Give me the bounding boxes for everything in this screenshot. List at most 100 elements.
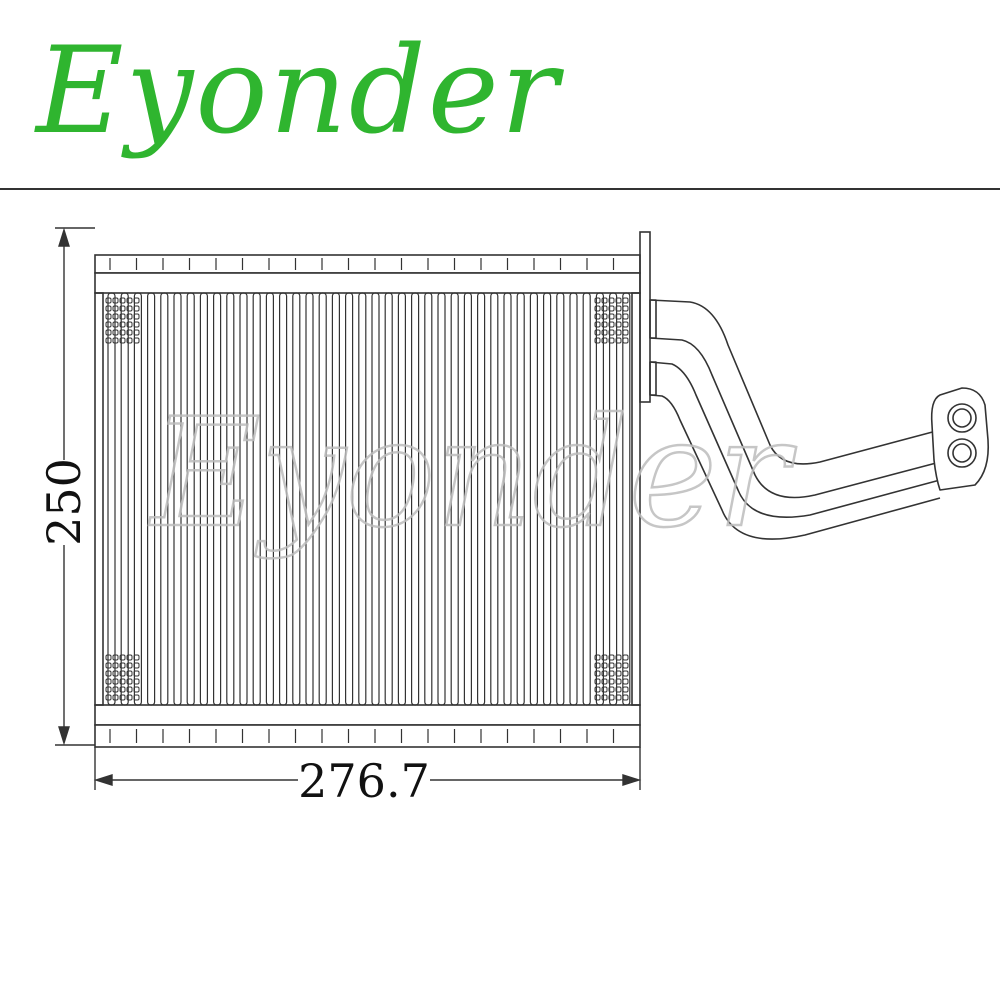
- fin-cell: [105, 670, 112, 677]
- core-tube: [397, 292, 406, 706]
- fin-cell: [601, 313, 608, 320]
- fin-cell: [105, 321, 112, 328]
- core-tube: [490, 292, 499, 706]
- fin-cell: [105, 686, 112, 693]
- fin-cell: [133, 329, 140, 336]
- height-dimension: [55, 227, 95, 746]
- fin-cell: [133, 662, 140, 669]
- core-tube: [331, 292, 340, 706]
- fin-cell: [615, 654, 622, 661]
- fin-cell: [622, 662, 629, 669]
- fin-cell: [133, 321, 140, 328]
- fin-cell: [133, 694, 140, 701]
- brand-logo: Eyonder: [36, 22, 561, 161]
- fin-cell: [112, 654, 119, 661]
- core-tube: [292, 292, 301, 706]
- fin-cell: [608, 654, 615, 661]
- core-tube: [226, 292, 235, 706]
- watermark-text: Eyonder: [148, 387, 797, 561]
- core-tube: [120, 292, 129, 706]
- fin-cell: [112, 670, 119, 677]
- core-tube: [450, 292, 459, 706]
- fin-cell: [105, 313, 112, 320]
- core-tube: [556, 292, 565, 706]
- fin-cell: [126, 297, 133, 304]
- fin-cell: [594, 662, 601, 669]
- fin-cell: [601, 297, 608, 304]
- fin-cell: [112, 686, 119, 693]
- header-divider: [0, 188, 1000, 190]
- core-tube: [107, 292, 116, 706]
- fin-cell: [615, 305, 622, 312]
- fin-cell: [615, 678, 622, 685]
- fin-cell: [105, 305, 112, 312]
- core-tube: [265, 292, 274, 706]
- fin-cell: [133, 305, 140, 312]
- fin-cell: [608, 694, 615, 701]
- fin-cell: [615, 297, 622, 304]
- fin-cell: [608, 678, 615, 685]
- fin-cell: [105, 662, 112, 669]
- core-tube: [305, 292, 314, 706]
- fin-cell: [126, 654, 133, 661]
- fin-cell: [119, 662, 126, 669]
- fin-cell: [119, 670, 126, 677]
- core-tube: [542, 292, 552, 706]
- fin-cell: [622, 329, 629, 336]
- core-tube: [582, 292, 591, 706]
- fin-cell: [608, 297, 615, 304]
- core-tube: [173, 292, 182, 706]
- fin-cell: [112, 329, 119, 336]
- fin-cell: [112, 337, 119, 344]
- fin-cell: [601, 321, 608, 328]
- fin-cell: [594, 686, 601, 693]
- core-tube: [569, 292, 578, 706]
- fin-cell: [133, 678, 140, 685]
- fin-cell: [615, 313, 622, 320]
- core-tube: [595, 292, 605, 706]
- fin-cell: [608, 686, 615, 693]
- fin-cell: [119, 321, 126, 328]
- evaporator-core: [94, 231, 651, 748]
- fin-cell: [119, 654, 126, 661]
- fin-cell: [622, 670, 629, 677]
- fin-cell: [105, 297, 112, 304]
- fin-cell: [126, 329, 133, 336]
- fin-cell: [119, 313, 126, 320]
- fin-cell: [126, 313, 133, 320]
- header-ticks: [109, 258, 615, 743]
- fin-cell: [119, 694, 126, 701]
- fin-cell: [126, 662, 133, 669]
- fin-cell: [105, 654, 112, 661]
- refrigerant-pipes: [649, 299, 990, 540]
- fin-cell: [119, 297, 126, 304]
- fin-cell: [622, 686, 629, 693]
- fin-cell: [601, 305, 608, 312]
- fin-cell: [608, 321, 615, 328]
- fin-cell: [601, 670, 608, 677]
- fin-cell: [112, 297, 119, 304]
- fin-cell: [133, 313, 140, 320]
- fin-cell: [601, 678, 608, 685]
- fin-cell: [133, 686, 140, 693]
- fin-cell: [615, 694, 622, 701]
- core-tube: [424, 292, 433, 706]
- fin-cell: [594, 670, 601, 677]
- fin-cell: [126, 305, 133, 312]
- fin-cell: [112, 678, 119, 685]
- fin-cell: [105, 694, 112, 701]
- fin-cell: [126, 321, 133, 328]
- core-tube: [437, 292, 446, 706]
- core-tube: [133, 292, 142, 706]
- core-tube: [371, 292, 380, 706]
- fin-cell: [112, 694, 119, 701]
- core-tube: [239, 292, 248, 706]
- fin-cell: [126, 678, 133, 685]
- core-tube: [463, 292, 472, 706]
- core-tube: [384, 292, 393, 706]
- fin-cell: [622, 305, 629, 312]
- fin-cell: [594, 297, 601, 304]
- fin-cell: [622, 313, 629, 320]
- fin-cell: [601, 329, 608, 336]
- core-tube: [345, 292, 354, 706]
